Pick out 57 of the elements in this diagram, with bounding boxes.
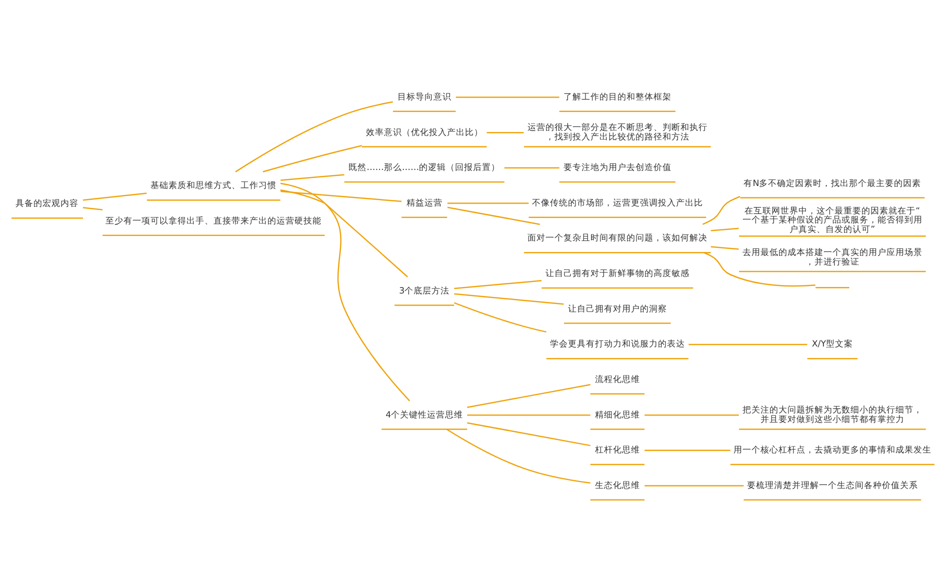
connector	[447, 202, 529, 204]
connector	[644, 449, 730, 451]
connector	[644, 484, 744, 486]
connector	[467, 384, 590, 408]
node-text: 运营的很大一部分是在不断思考、判断和执行，找到投入产出比较优的路径和方法	[527, 122, 708, 142]
connector	[688, 343, 808, 345]
node-text: 精细化思维	[594, 410, 640, 420]
connector	[644, 414, 739, 416]
node-text: 杠杆化思维	[594, 445, 640, 456]
node-text: X/Y型文案	[812, 339, 853, 350]
node-bar	[816, 286, 850, 288]
connector	[447, 206, 540, 224]
node-text: 用一个核心杠杆点，去撬动更多的事情和成果发生	[733, 445, 932, 456]
node-text: 有N多不确定因素时，找出那个最主要的因素	[744, 178, 922, 188]
node-text: 目标导向意识	[397, 92, 452, 102]
node-text: 学会更具有打动力和说服力的表达	[550, 339, 685, 350]
connector	[704, 252, 816, 286]
connector	[280, 174, 344, 180]
connector	[454, 302, 546, 332]
connector	[486, 131, 524, 133]
connector	[280, 188, 408, 277]
connector	[280, 182, 410, 401]
connector	[710, 227, 739, 231]
node-text: 3个底层方法	[399, 286, 450, 296]
connector	[710, 246, 739, 250]
node-text: 面对一个复杂且时间有限的问题，该如何解决	[527, 233, 708, 244]
node-text: 效率意识（优化投入产出比）	[366, 127, 483, 138]
node-text: 让自己拥有对于新鲜事物的高度敏感	[545, 268, 690, 279]
connector	[504, 166, 560, 168]
connector	[467, 414, 590, 416]
node-text: 去用最低的成本搭建一个真实的用户应用场景，并进行验证	[742, 247, 922, 267]
node-text: 让自己拥有对用户的洞察	[568, 304, 667, 314]
node-text: 了解工作的目的和整体框架	[563, 92, 672, 102]
connector	[467, 422, 590, 446]
connector	[702, 195, 740, 224]
connector	[82, 192, 147, 200]
node-text: 4个关键性运营思维	[386, 410, 464, 420]
connector	[454, 292, 564, 304]
connector	[262, 144, 362, 172]
node-text: 具备的宏观内容	[16, 198, 79, 209]
node-text: 把关注的大问题拆解为无数细小的执行细节，并且要对做到这些小细节都有掌控力	[742, 405, 922, 425]
connector	[235, 100, 393, 172]
node-text: 至少有一项可以拿得出手、直接带来产出的运营硬技能	[106, 216, 322, 226]
connector	[454, 280, 542, 289]
connector	[82, 206, 103, 210]
connector	[280, 190, 402, 202]
connector	[456, 96, 560, 98]
node-text: 在互联网世界中，这个最重要的因素就在于“一个基于某种假设的产品或服务，能否得到用户真实、自发的认可”	[742, 206, 922, 235]
node-text: 要专注地为用户去创造价值	[563, 162, 672, 173]
node-text: 不像传统的市场部，运营更强调投入产出比	[532, 198, 703, 208]
node-text: 基础素质和思维方式、工作习惯	[150, 180, 277, 191]
node-text: 既然……那么……的逻辑（回报后置）	[348, 162, 500, 173]
node-text: 流程化思维	[594, 374, 640, 384]
connector	[446, 428, 590, 484]
node-text: 精益运营	[406, 198, 442, 208]
node-text: 要梳理清楚并理解一个生态间各种价值关系	[746, 480, 918, 490]
node-text: 生态化思维	[594, 480, 640, 490]
